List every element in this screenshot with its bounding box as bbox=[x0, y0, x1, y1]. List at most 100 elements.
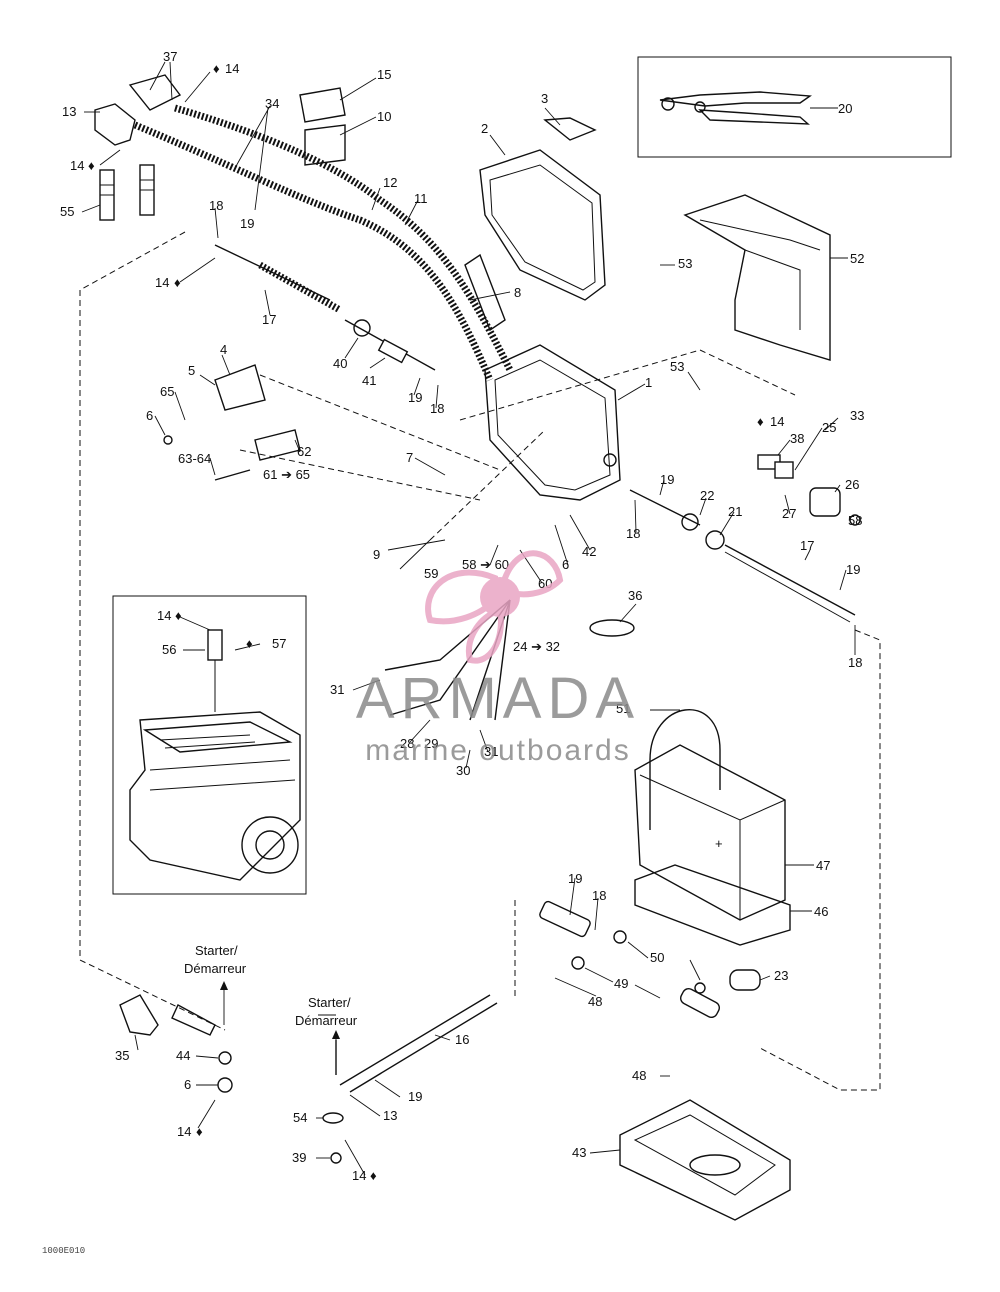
label-52: 52 bbox=[850, 251, 864, 266]
label-19: 19 bbox=[660, 472, 674, 487]
label-39: 39 bbox=[292, 1150, 306, 1165]
label-15: 15 bbox=[377, 67, 391, 82]
svg-text:+: + bbox=[715, 836, 723, 851]
solenoid-parts bbox=[757, 454, 861, 526]
label-6: 6 bbox=[562, 557, 569, 572]
label-62: 62 bbox=[297, 444, 311, 459]
electrical-box-cover bbox=[479, 149, 606, 301]
label-19: 19 bbox=[408, 390, 422, 405]
label-drop: ♦ bbox=[213, 61, 220, 76]
label-13: 13 bbox=[383, 1108, 397, 1123]
battery-cable-upper bbox=[214, 244, 436, 371]
watermark-brand: ARMADA bbox=[356, 666, 640, 731]
label-6: 6 bbox=[146, 408, 153, 423]
label-33: 33 bbox=[850, 408, 864, 423]
label-19: 19 bbox=[240, 216, 254, 231]
label-57: 57 bbox=[272, 636, 286, 651]
label-8: 8 bbox=[514, 285, 521, 300]
label-48: 48 bbox=[632, 1068, 646, 1083]
label-31: 31 bbox=[484, 744, 498, 759]
label-3: 3 bbox=[541, 91, 548, 106]
crimp-tool-inset bbox=[637, 56, 952, 158]
label-19: 19 bbox=[846, 562, 860, 577]
label-29: 29 bbox=[424, 736, 438, 751]
label-43: 43 bbox=[572, 1145, 586, 1160]
label-10: 10 bbox=[377, 109, 391, 124]
ignition-cables bbox=[133, 104, 514, 382]
left-small-parts bbox=[163, 364, 301, 481]
label-14: 14 bbox=[177, 1124, 191, 1139]
label-19: 19 bbox=[568, 871, 582, 886]
label-13: 13 bbox=[62, 104, 76, 119]
label-starter-1: Starter/ bbox=[195, 943, 238, 958]
label-14: 14 bbox=[352, 1168, 366, 1183]
label-20: 20 bbox=[838, 101, 852, 116]
label-27: 27 bbox=[782, 506, 796, 521]
label-25: 25 bbox=[822, 420, 836, 435]
label-22: 22 bbox=[700, 488, 714, 503]
label-drop: ♦ bbox=[174, 275, 181, 290]
label-34: 34 bbox=[265, 96, 279, 111]
label-14: 14 bbox=[155, 275, 169, 290]
label-59: 59 bbox=[424, 566, 438, 581]
label-5: 5 bbox=[188, 363, 195, 378]
label-50: 50 bbox=[650, 950, 664, 965]
label-1: 1 bbox=[645, 375, 652, 390]
label-drop: ♦ bbox=[757, 414, 764, 429]
label-11: 11 bbox=[414, 191, 428, 206]
battery-assembly: + bbox=[634, 709, 791, 946]
label-6: 6 bbox=[184, 1077, 191, 1092]
part-labels: 37 14 ♦ 15 13 34 10 3 2 20 14 ♦ 12 11 55… bbox=[60, 49, 864, 1183]
label-63-64: 63-64 bbox=[178, 451, 211, 466]
label-18: 18 bbox=[209, 198, 223, 213]
label-40: 40 bbox=[333, 356, 347, 371]
upper-small-parts bbox=[299, 87, 597, 166]
label-30: 30 bbox=[456, 763, 470, 778]
propeller-logo bbox=[425, 550, 564, 664]
label-starter-1: Starter/ bbox=[308, 995, 351, 1010]
starter-post-lower bbox=[322, 1040, 344, 1164]
label-36: 36 bbox=[628, 588, 642, 603]
label-18: 18 bbox=[592, 888, 606, 903]
label-drop: ♦ bbox=[196, 1124, 203, 1139]
label-drop: ♦ bbox=[175, 608, 182, 623]
label-53: 53 bbox=[678, 256, 692, 271]
label-4: 4 bbox=[220, 342, 227, 357]
label-9: 9 bbox=[373, 547, 380, 562]
label-2: 2 bbox=[481, 121, 488, 136]
starter-arrows bbox=[220, 981, 340, 1075]
label-14: 14 bbox=[225, 61, 239, 76]
battery-cable-right bbox=[629, 489, 856, 623]
label-49: 49 bbox=[614, 976, 628, 991]
electrical-box bbox=[484, 344, 621, 501]
routing-dashed-lines bbox=[79, 231, 881, 1091]
spark-plugs-and-caps bbox=[94, 74, 182, 221]
label-58: 58 bbox=[848, 513, 862, 528]
label-drop: ♦ bbox=[370, 1168, 377, 1183]
battery-tray bbox=[619, 1099, 791, 1221]
label-18: 18 bbox=[430, 401, 444, 416]
engine-inset bbox=[112, 595, 307, 895]
label-26: 26 bbox=[845, 477, 859, 492]
label-56: 56 bbox=[162, 642, 176, 657]
label-14: 14 bbox=[157, 608, 171, 623]
label-18: 18 bbox=[626, 526, 640, 541]
label-17: 17 bbox=[800, 538, 814, 553]
label-55: 55 bbox=[60, 204, 74, 219]
label-61-65: 61 ➔ 65 bbox=[263, 467, 310, 482]
label-7: 7 bbox=[406, 450, 413, 465]
label-14: 14 bbox=[770, 414, 784, 429]
mounting-bracket bbox=[683, 194, 831, 361]
label-drop: ♦ bbox=[246, 636, 253, 651]
label-31: 31 bbox=[330, 682, 344, 697]
label-54: 54 bbox=[293, 1110, 307, 1125]
watermark-tagline: marine outboards bbox=[365, 734, 630, 767]
label-46: 46 bbox=[814, 904, 828, 919]
label-35: 35 bbox=[115, 1048, 129, 1063]
label-53: 53 bbox=[670, 359, 684, 374]
label-47: 47 bbox=[816, 858, 830, 873]
label-18: 18 bbox=[848, 655, 862, 670]
label-starter-2: Démarreur bbox=[184, 961, 247, 976]
label-48: 48 bbox=[588, 994, 602, 1009]
